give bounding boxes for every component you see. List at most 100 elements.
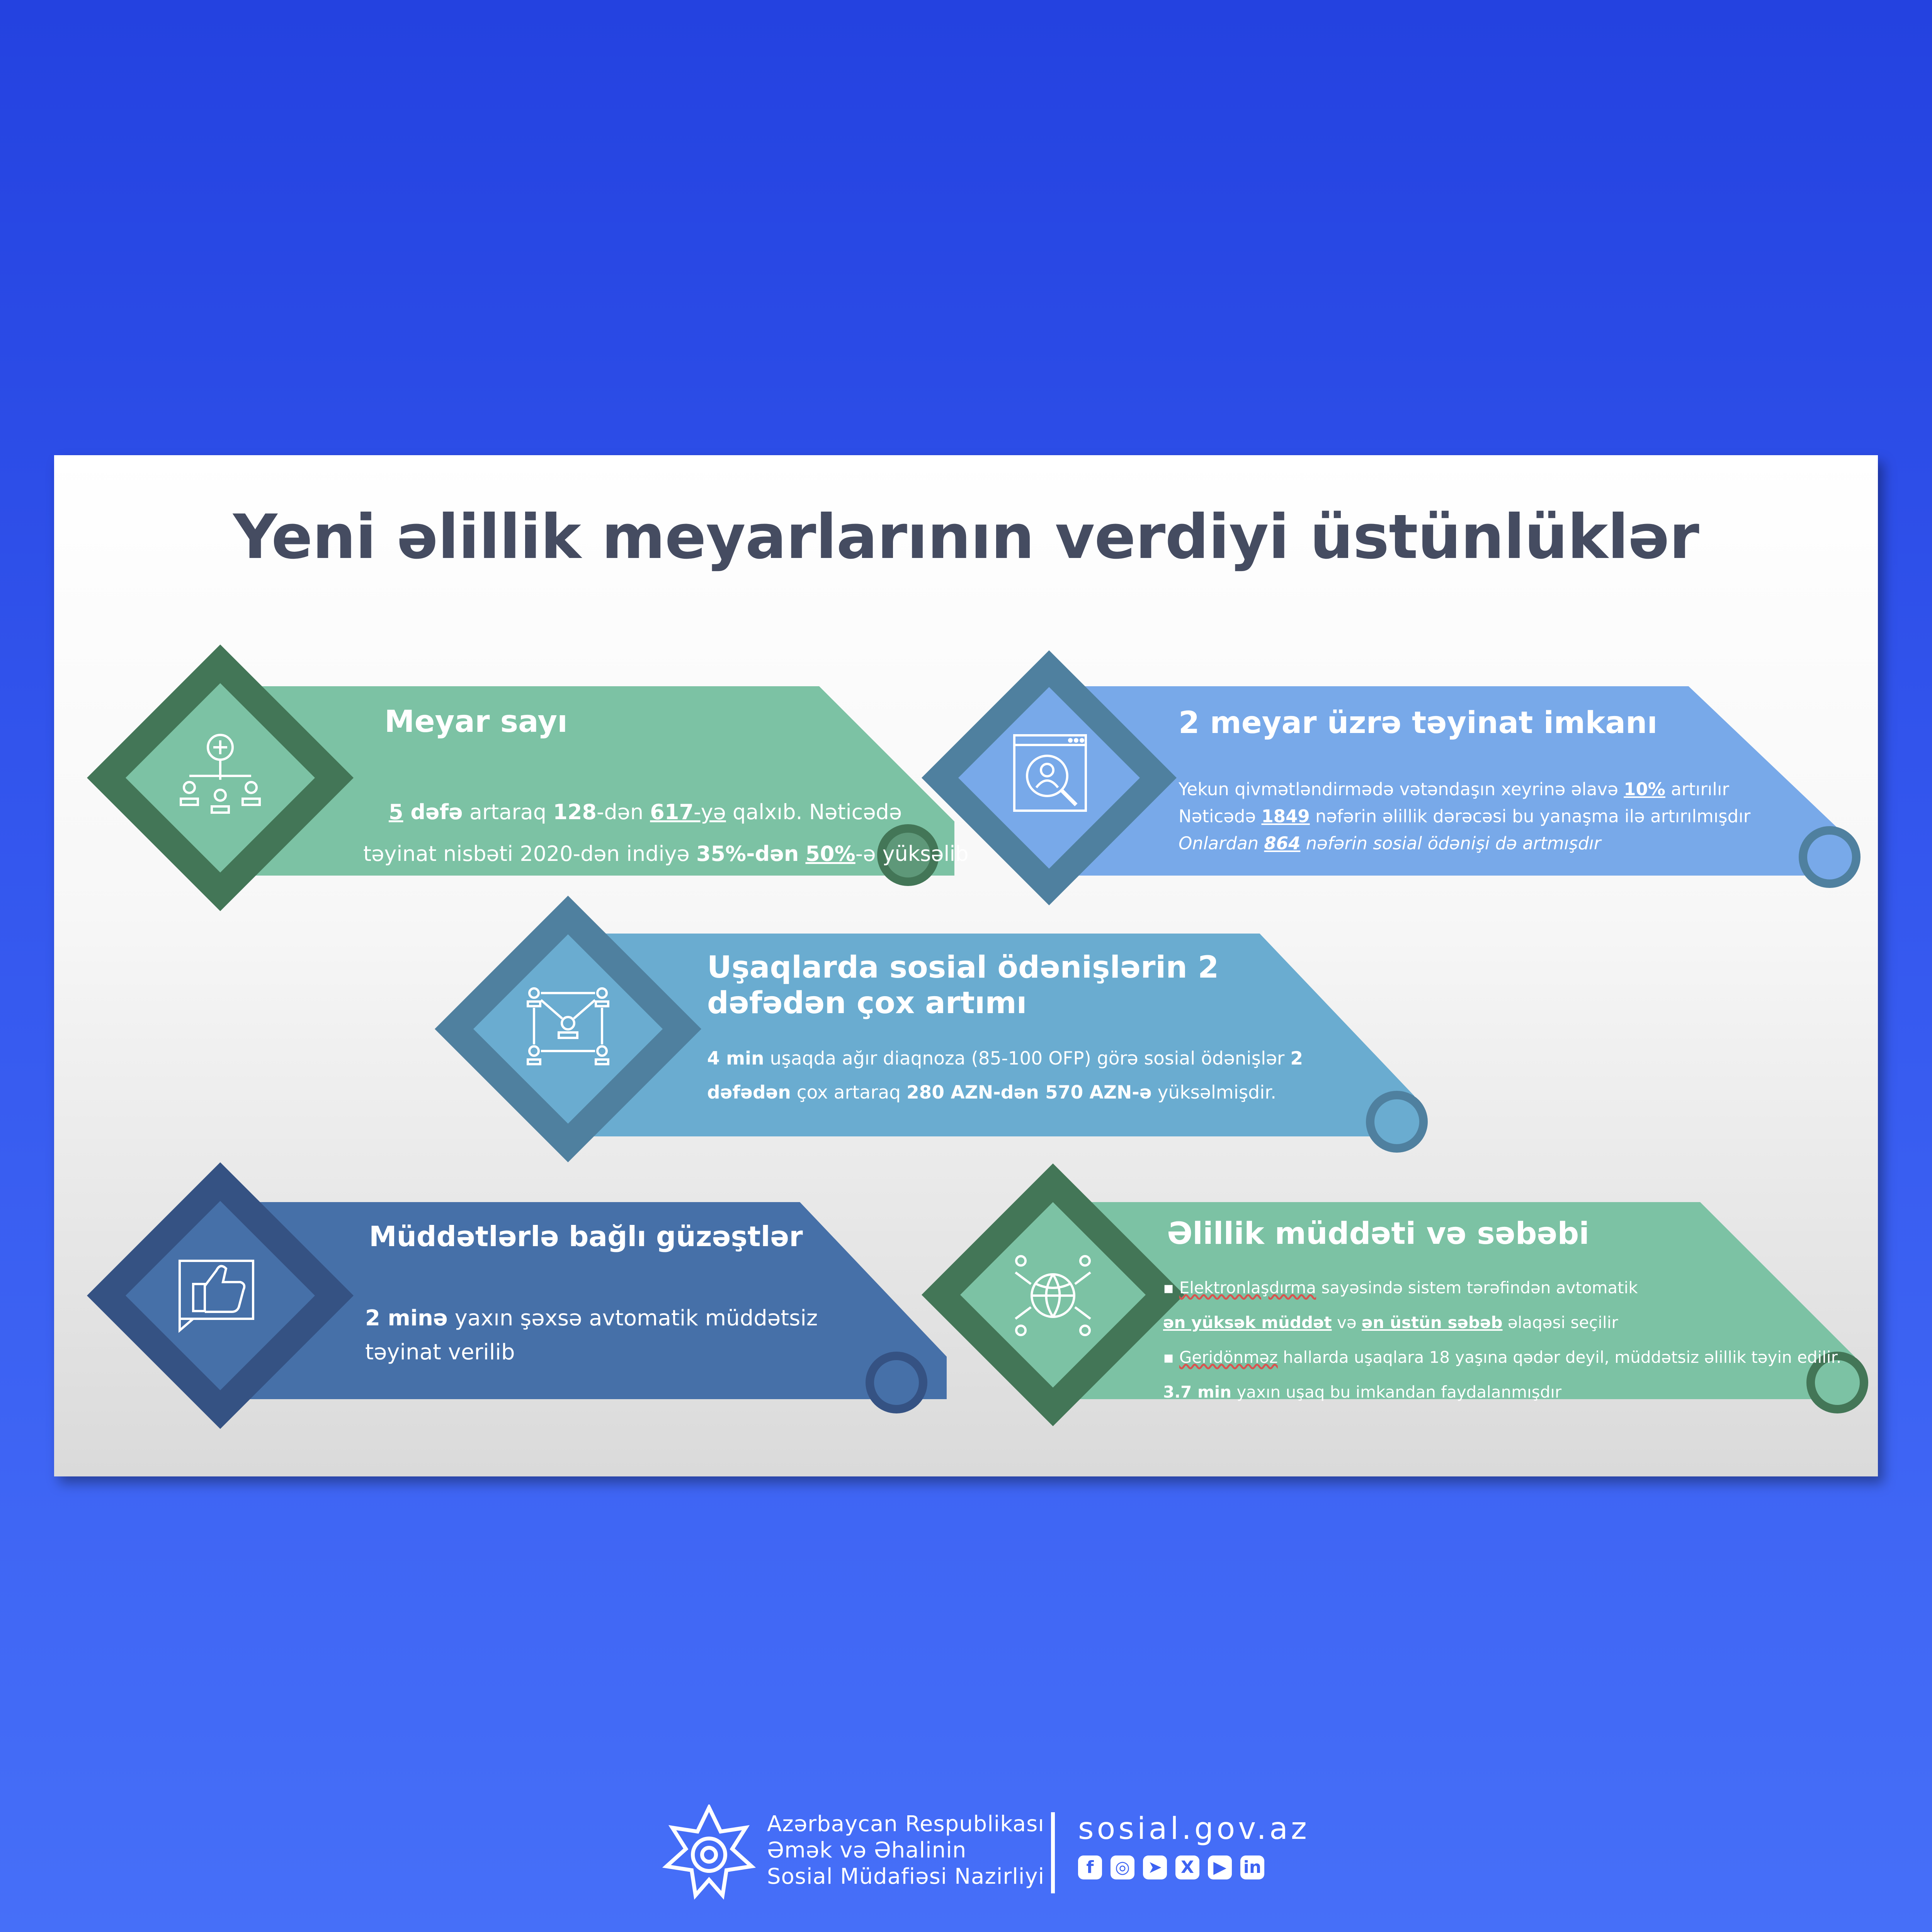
text-run: Yekun qivmətləndirmədə vətəndaşın xeyrin… [1179,779,1624,799]
text-run: dəfədən [707,1082,791,1103]
text-run: 35%-dən [696,842,799,866]
text-run: -ə yüksəlib [855,842,969,866]
card-heading: Uşaqlarda sosial ödənişlərin 2 dəfədən ç… [707,950,1219,1021]
card-banner [1078,1202,1855,1399]
card-diamond [87,1162,354,1430]
footer: Azərbaycan Respublikası Əmək və Əhalinin… [653,1801,1307,1903]
text-run: 3.7 min [1163,1383,1232,1401]
x-icon[interactable]: X [1175,1855,1199,1879]
card-heading: 2 meyar üzrə təyinat imkanı [1179,706,1658,740]
card-heading: Əlillik müddəti və səbəbi [1167,1216,1590,1251]
card-body: ▪ Elektronlaşdırma sayəsində sistem tərə… [1163,1270,1841,1410]
card-knob [1366,1091,1428,1153]
text-run: 5 [388,800,403,824]
text-run: Nəticədə [1179,806,1262,827]
text-run: və [1332,1313,1362,1332]
body-line: təyinat nisbəti 2020-dən indiyə 35%-dən … [363,833,969,875]
text-run: 2 minə [365,1306,448,1331]
ministry-name-line: Əmək və Əhalinin [767,1838,967,1863]
text-run: Elektronlaşdırma [1179,1278,1316,1297]
thumbs-up-icon [178,1253,259,1336]
text-run: nəfərin sosial ödənişi də artmışdır [1300,833,1601,854]
linkedin-icon[interactable]: in [1240,1855,1264,1879]
card-banner [240,686,954,876]
card-banner [240,1202,947,1399]
text-run: sayəsində sistem tərəfindən avtomatik [1316,1278,1638,1297]
body-line: dəfədən çox artaraq 280 AZN-dən 570 AZN-… [707,1076,1303,1110]
text-run: ən üstün səbəb [1362,1313,1503,1332]
body-line: 5 dəfə artaraq 128-dən 617-yə qalxıb. Nə… [363,791,927,833]
card-body: 5 dəfə artaraq 128-dən 617-yə qalxıb. Nə… [363,791,969,875]
people-plus-icon [174,733,267,820]
text-run: 4 min [707,1048,764,1069]
text-run: 1849 [1261,806,1310,827]
text-run: 2 [1290,1048,1303,1069]
text-run: 50% [805,842,855,866]
body-line: ▪ Elektronlaşdırma sayəsində sistem tərə… [1163,1270,1841,1305]
infographic-slide: Yeni əlillik meyarlarının verdiyi üstünl… [54,455,1878,1476]
card-heading: Meyar sayı [384,704,568,739]
card-body: 2 minə yaxın şəxsə avtomatik müddətsiz tə… [365,1301,818,1369]
telegram-icon[interactable]: ➤ [1143,1855,1167,1879]
body-line: ən yüksək müddət və ən üstün səbəb əlaqə… [1163,1305,1841,1340]
text-run: yüksəlmişdir. [1151,1082,1277,1103]
text-run: yaxın şəxsə avtomatik müddətsiz [447,1306,818,1331]
website-link[interactable]: sosial.gov.az [1078,1811,1310,1846]
text-run: dəfə [403,800,463,824]
card-banner [1078,686,1847,876]
heading-line: dəfədən çox artımı [707,986,1027,1020]
body-line: ▪ Geridönməz hallarda uşaqlara 18 yaşına… [1163,1340,1841,1375]
page-title: Yeni əlillik meyarlarının verdiyi üstünl… [233,502,1699,573]
heading-line: Uşaqlarda sosial ödənişlərin 2 [707,950,1219,985]
card-body: Yekun qivmətləndirmədə vətəndaşın xeyrin… [1179,776,1750,857]
text-run: ▪ [1163,1348,1179,1367]
text-run: -dən [596,800,650,824]
facebook-icon[interactable]: f [1078,1855,1102,1879]
card-diamond [922,650,1177,907]
text-run: -yə [694,800,726,824]
social-links: f ◎ ➤ X ▶ in [1078,1855,1264,1879]
text-run: artırılır [1665,779,1729,799]
card-knob [1799,826,1861,888]
text-run: 280 AZN-dən 570 AZN-ə [906,1082,1152,1103]
card-body: 4 min uşaqda ağır diaqnoza (85-100 OFP) … [707,1042,1303,1110]
text-run: nəfərin əlillik dərəcəsi bu yanaşma ilə … [1310,806,1751,827]
body-line: Nəticədə 1849 nəfərin əlillik dərəcəsi b… [1179,803,1750,830]
ministry-logo [661,1803,757,1903]
network-people-icon [526,985,611,1071]
text-run: uşaqda ağır diaqnoza (85-100 OFP) görə s… [764,1048,1291,1069]
text-run: Geridönməz [1179,1348,1278,1367]
text-run: artaraq [463,800,553,824]
text-run: təyinat verilib [365,1340,515,1365]
text-run: çox artaraq [791,1082,906,1103]
card-knob [866,1352,927,1413]
text-run [799,842,805,866]
youtube-icon[interactable]: ▶ [1208,1855,1232,1879]
body-line: təyinat verilib [365,1335,818,1369]
body-line: Yekun qivmətləndirmədə vətəndaşın xeyrin… [1179,776,1750,803]
body-line: 2 minə yaxın şəxsə avtomatik müddətsiz [365,1301,818,1335]
ministry-name-line: Sosial Müdafiəsi Nazirliyi [767,1864,1045,1889]
footer-divider [1051,1812,1055,1893]
magnify-person-icon [1012,733,1090,816]
body-line: 3.7 min yaxın uşaq bu imkandan faydalanm… [1163,1375,1841,1410]
text-run: əlaqəsi seçilir [1502,1313,1618,1332]
card-banner [587,934,1414,1136]
text-run: ▪ [1163,1278,1179,1297]
ministry-name-line: Azərbaycan Respublikası [767,1811,1044,1837]
body-line: 4 min uşaqda ağır diaqnoza (85-100 OFP) … [707,1042,1303,1076]
text-run: Onlardan [1179,833,1264,854]
instagram-icon[interactable]: ◎ [1111,1855,1134,1879]
text-run: ən yüksək müddət [1163,1313,1332,1332]
text-run: 128 [553,800,597,824]
body-line: Onlardan 864 nəfərin sosial ödənişi də a… [1179,830,1750,857]
text-run: 864 [1264,833,1301,854]
globe-people-icon [1012,1253,1094,1340]
text-run: 10% [1624,779,1665,799]
text-run: hallarda uşaqlara 18 yaşına qədər deyil,… [1277,1348,1842,1367]
text-run: 617 [650,800,694,824]
text-run: yaxın uşaq bu imkandan faydalanmışdır [1231,1383,1562,1401]
card-heading: Müddətlərlə bağlı güzəştlər [369,1220,803,1253]
text-run: təyinat nisbəti 2020-dən indiyə [363,842,696,866]
